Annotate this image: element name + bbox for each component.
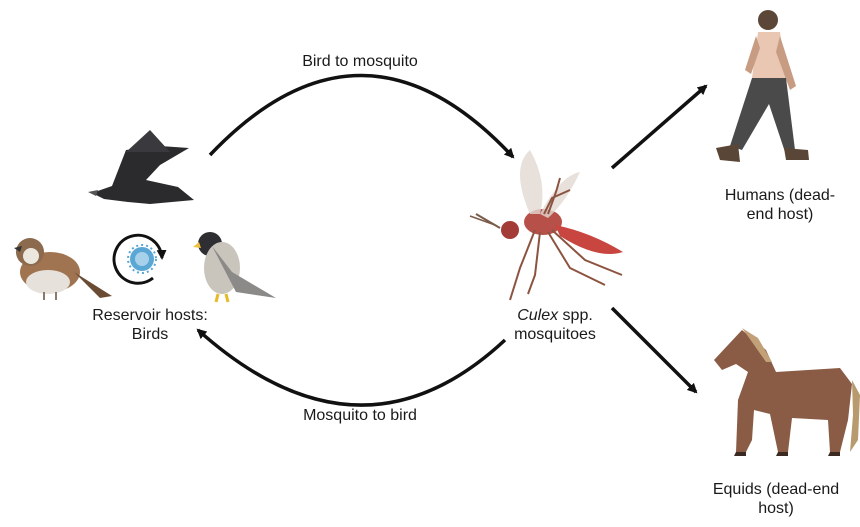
mosquito-icon bbox=[470, 150, 623, 300]
edge-label-bird-to-mosquito: Bird to mosquito bbox=[250, 52, 470, 71]
falcon-icon bbox=[193, 232, 276, 302]
reservoir-line1: Reservoir hosts: bbox=[50, 306, 250, 325]
node-label-culex: Culex spp. mosquitoes bbox=[480, 306, 630, 344]
horse-icon bbox=[714, 328, 860, 456]
sparrow-icon bbox=[14, 238, 112, 300]
humans-line1: Humans (dead- bbox=[700, 186, 860, 205]
humans-line2: end host) bbox=[700, 205, 860, 224]
edge-label-mosquito-to-bird: Mosquito to bird bbox=[250, 406, 470, 425]
culex-line1: Culex spp. bbox=[480, 306, 630, 325]
node-label-reservoir-hosts: Reservoir hosts: Birds bbox=[50, 306, 250, 344]
arrow-bird-to-mosquito bbox=[210, 75, 513, 157]
culex-spp: spp. bbox=[558, 307, 593, 324]
reservoir-line2: Birds bbox=[50, 325, 250, 344]
culex-line2: mosquitoes bbox=[480, 325, 630, 344]
culex-genus: Culex bbox=[517, 307, 558, 324]
equids-line1: Equids (dead-end bbox=[692, 480, 860, 499]
crow-icon bbox=[88, 130, 194, 204]
virus-cycle-icon bbox=[114, 235, 162, 283]
human-walking-icon bbox=[716, 10, 809, 162]
arrow-to-humans bbox=[612, 86, 706, 168]
node-label-equids: Equids (dead-end host) bbox=[692, 480, 860, 518]
equids-line2: host) bbox=[692, 499, 860, 518]
node-label-humans: Humans (dead- end host) bbox=[700, 186, 860, 224]
